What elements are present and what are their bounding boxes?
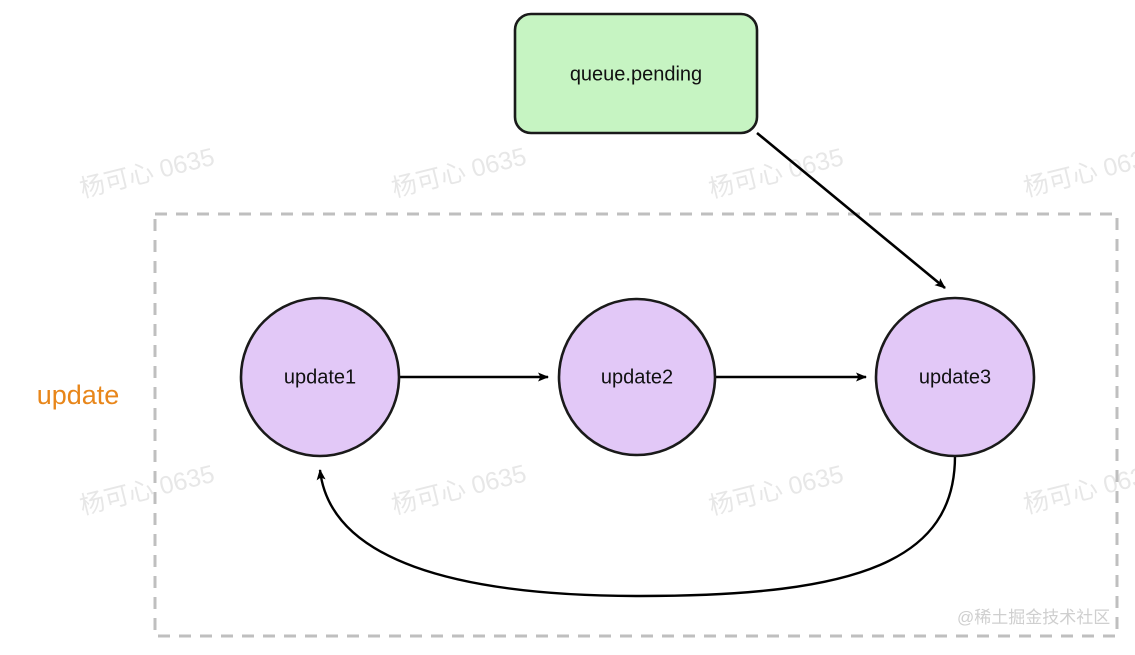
node-update3[interactable]: update3: [874, 296, 1036, 458]
update2-label: update2: [601, 366, 673, 388]
update3-circle: [874, 296, 1036, 458]
edge-update3-to-update1: [316, 455, 957, 598]
watermark-text: 杨可心 0635: [706, 143, 846, 203]
update1-label: update1: [284, 366, 356, 388]
watermark-text: 杨可心 0635: [389, 459, 529, 519]
credit-watermark: @稀土掘金技术社区: [957, 608, 1110, 627]
node-update1[interactable]: update1: [239, 296, 401, 458]
queue-pending-shape: [513, 12, 759, 135]
watermark-text: 杨可心 0635: [77, 143, 217, 203]
update3-label: update3: [919, 366, 991, 388]
queue-pending-box[interactable]: queue.pending: [513, 12, 759, 135]
node-update2[interactable]: update2: [557, 297, 717, 457]
watermark-text: 杨可心 0635: [389, 142, 529, 202]
watermark-text: 杨可心 0635: [77, 460, 217, 520]
update1-circle: [239, 296, 401, 458]
update2-circle: [557, 297, 717, 457]
watermark-text: 杨可心 0635: [1021, 142, 1135, 202]
edge-queue-to-update3: [756, 131, 946, 290]
watermark-text: 杨可心 0635: [1021, 459, 1135, 519]
watermark-text: 杨可心 0635: [706, 460, 846, 520]
update-group-label: update: [37, 380, 120, 410]
queue-pending-label: queue.pending: [570, 63, 702, 85]
